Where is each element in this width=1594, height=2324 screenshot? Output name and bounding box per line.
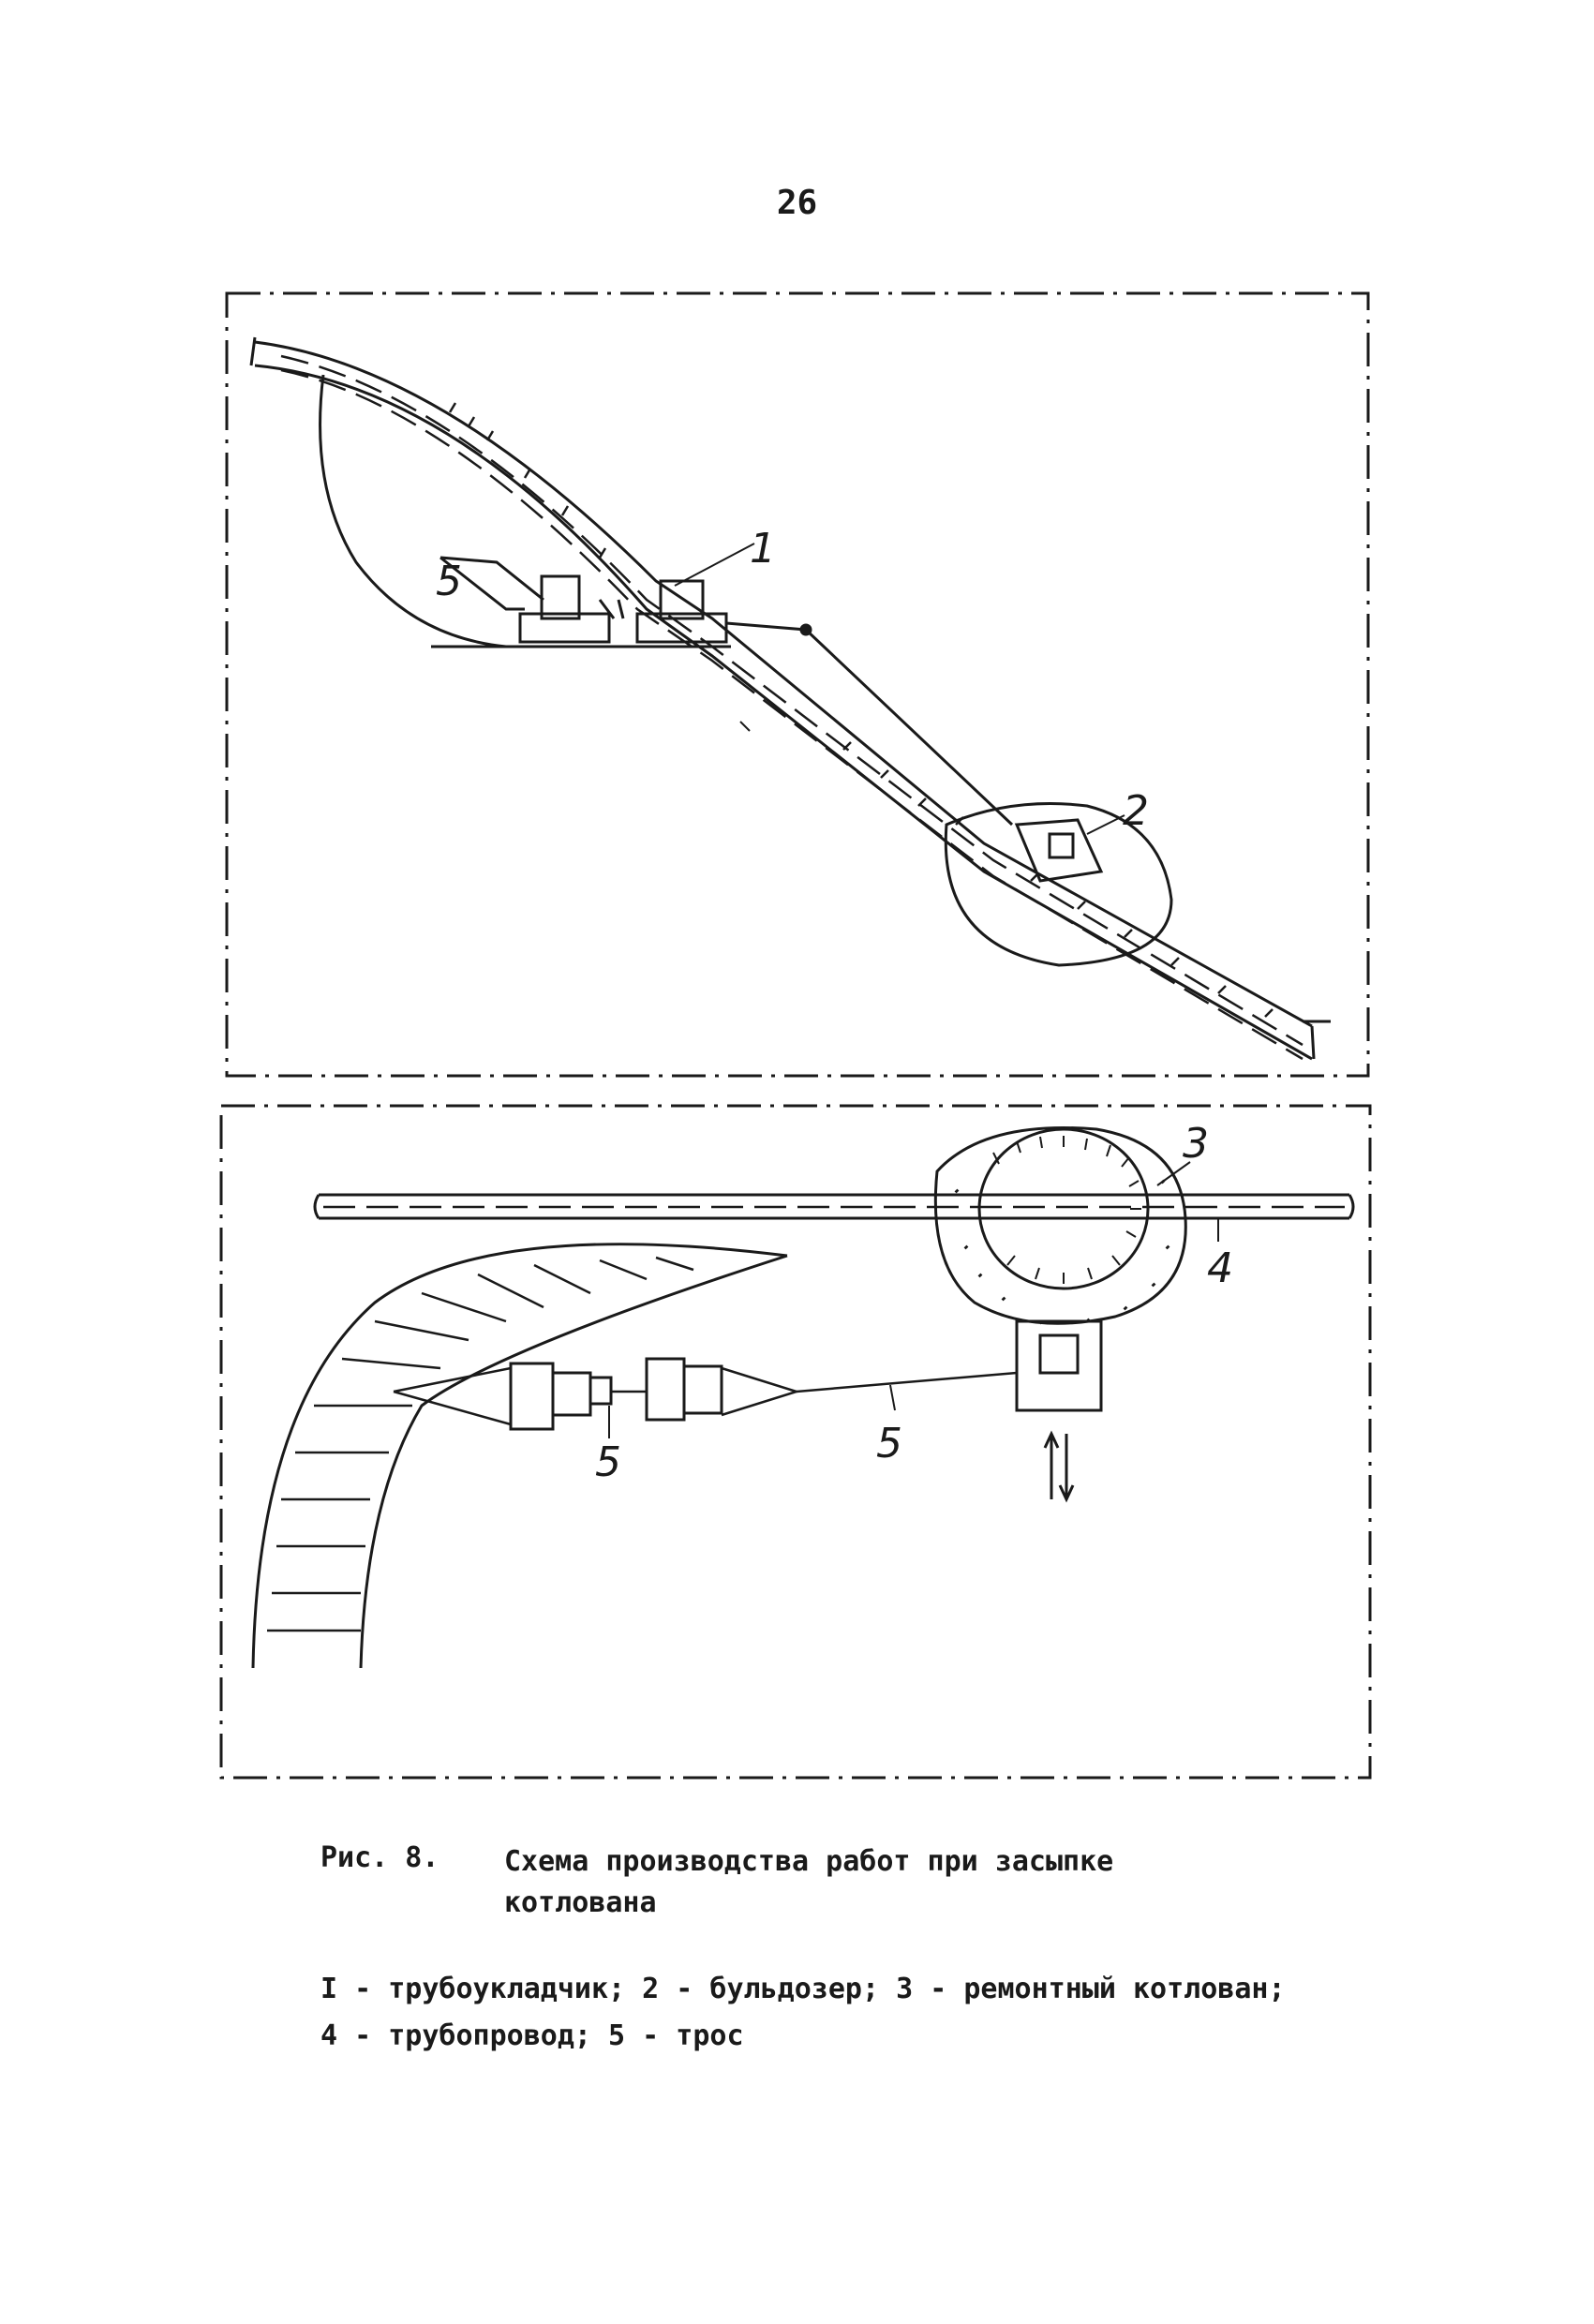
bottom-move-arrows [1043,1430,1075,1503]
bottom-pipeline [313,1193,1355,1220]
figure-caption-label: Рис. 8. [320,1841,439,1874]
bottom-embankment [251,1243,788,1669]
bottom-repair-pit [933,1125,1187,1325]
callout-bottom-3: 3 [1183,1120,1209,1168]
top-repair-pit [944,802,1173,967]
slope-profile [249,336,1331,1061]
callout-bottom-5a: 5 [595,1438,621,1486]
legend-line-1: I - трубоукладчик; 2 - бульдозер; 3 - ре… [320,1973,1286,2005]
callout-top-1: 1 [750,525,776,573]
callout-top-5: 5 [436,558,462,605]
bottom-tractors [509,1319,1103,1431]
figure-caption-text: Схема производства работ при засыпке кот… [504,1845,1114,1919]
bottom-panel-frame [219,1104,1372,1780]
callout-top-2: 2 [1123,787,1149,835]
callout-bottom-5b: 5 [876,1420,902,1467]
legend-line-2: 4 - трубопровод; 5 - трос [320,2019,744,2052]
figure-legend: I - трубоукладчик; 2 - бульдозер; 3 - ре… [320,1966,1473,2060]
callout-bottom-4: 4 [1207,1244,1233,1292]
top-panel-frame [225,291,1370,1078]
top-bulldozer [1014,818,1104,883]
bottom-cables [393,1366,1018,1426]
page-number: 26 [776,184,818,222]
top-cable [725,621,1014,827]
